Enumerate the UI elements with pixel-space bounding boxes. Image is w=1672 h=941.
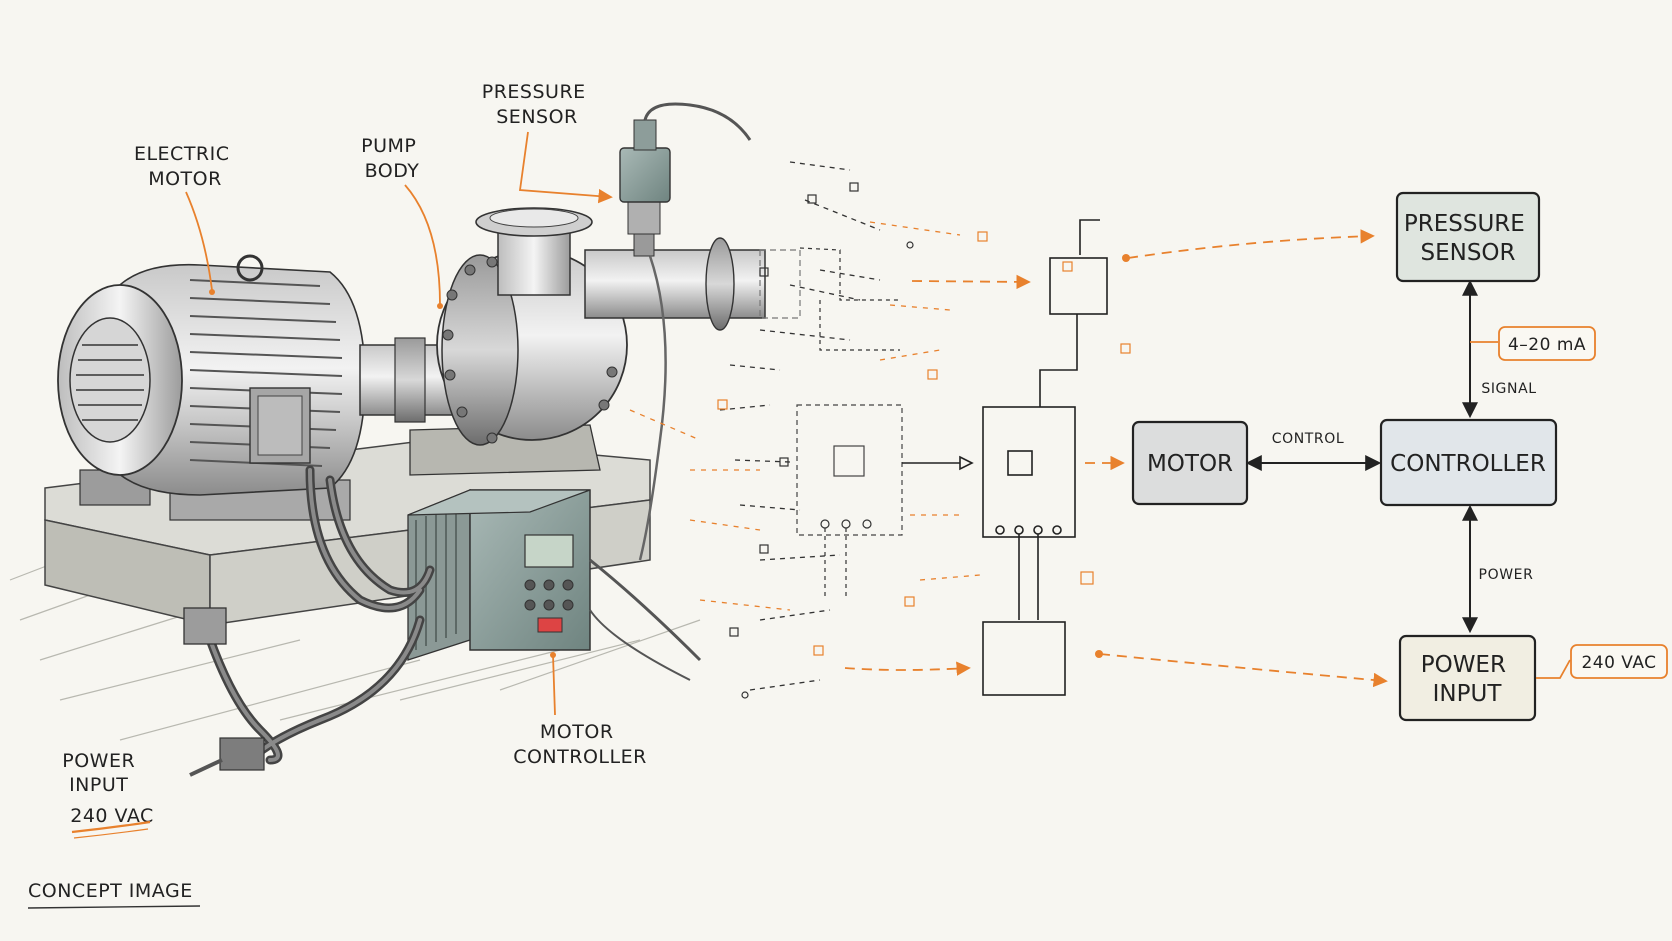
concept-image-caption: CONCEPT IMAGE bbox=[27, 880, 201, 909]
power-input-label: POWER INPUT 240 VAC bbox=[62, 750, 153, 827]
motor-controller-device bbox=[407, 489, 591, 661]
transition-sketch bbox=[629, 161, 1388, 699]
svg-text:4–20 mA: 4–20 mA bbox=[1508, 335, 1586, 355]
motor-block: MOTOR bbox=[1131, 420, 1249, 506]
controller-block: CONTROLLER bbox=[1379, 418, 1558, 507]
power-callout: 240 VAC bbox=[1536, 644, 1668, 679]
illustration-annotations: ELECTRIC MOTOR PUMP BODY PRESSURE SENSOR… bbox=[62, 81, 647, 839]
svg-text:MOTOR: MOTOR bbox=[1147, 451, 1233, 477]
svg-text:240 VAC: 240 VAC bbox=[1581, 653, 1656, 673]
svg-text:POWER INPUT: POWER INPUT bbox=[1421, 652, 1514, 707]
electric-motor bbox=[57, 254, 366, 496]
pressure-sensor-label: PRESSURE SENSOR bbox=[482, 81, 592, 128]
svg-text:CONCEPT IMAGE: CONCEPT IMAGE bbox=[28, 880, 193, 902]
electric-motor-label: ELECTRIC MOTOR bbox=[134, 143, 236, 190]
signal-callout: 4–20 mA bbox=[1470, 326, 1596, 361]
pressure-sensor-block: PRESSURE SENSOR bbox=[1395, 191, 1541, 283]
power-input-block: POWER INPUT bbox=[1398, 634, 1537, 722]
pump-illustration bbox=[9, 102, 801, 777]
pressure-sensor-device bbox=[619, 102, 752, 561]
svg-text:CONTROLLER: CONTROLLER bbox=[1390, 451, 1546, 477]
svg-text:PRESSURE SENSOR: PRESSURE SENSOR bbox=[1404, 211, 1532, 266]
motor-controller-label: MOTOR CONTROLLER bbox=[513, 721, 647, 768]
signal-edge-label: SIGNAL bbox=[1481, 381, 1536, 397]
block-diagram: PRESSURE SENSOR CONTROLLER MOTOR POWER I… bbox=[1131, 191, 1668, 722]
control-edge-label: CONTROL bbox=[1272, 431, 1345, 447]
power-edge-label: POWER bbox=[1479, 567, 1534, 583]
pump-body-label: PUMP BODY bbox=[361, 135, 423, 182]
pump-body bbox=[436, 207, 801, 446]
